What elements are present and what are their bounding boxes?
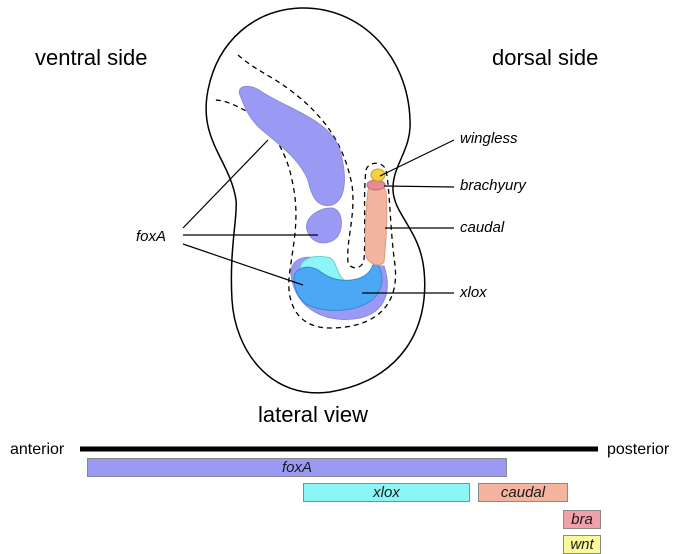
dorsal-side-label: dorsal side	[492, 45, 598, 71]
lateral-view-label: lateral view	[258, 402, 368, 428]
embryo-outline	[206, 8, 425, 393]
foxA-region-upper	[239, 86, 344, 205]
brachyury-region	[367, 180, 385, 190]
foxA-label: foxA	[136, 228, 166, 245]
xlox-label: xlox	[460, 284, 487, 301]
caudal-label: caudal	[460, 219, 504, 236]
leader-wingless	[380, 140, 454, 176]
wingless-label: wingless	[460, 130, 518, 147]
bar-caudal: caudal	[478, 483, 568, 502]
caudal-region	[365, 184, 387, 265]
bar-wnt: wnt	[563, 535, 601, 554]
bar-foxA: foxA	[87, 458, 507, 477]
brachyury-label: brachyury	[460, 177, 526, 194]
ventral-side-label: ventral side	[35, 45, 148, 71]
anterior-label: anterior	[10, 441, 64, 459]
foxA-region-middle	[307, 208, 342, 243]
leader-foxA-upper	[183, 140, 268, 228]
leader-brachyury	[384, 186, 454, 187]
bar-xlox: xlox	[303, 483, 470, 502]
posterior-label: posterior	[607, 441, 669, 459]
bar-bra: bra	[563, 510, 601, 529]
leader-foxA-lower	[183, 244, 303, 285]
